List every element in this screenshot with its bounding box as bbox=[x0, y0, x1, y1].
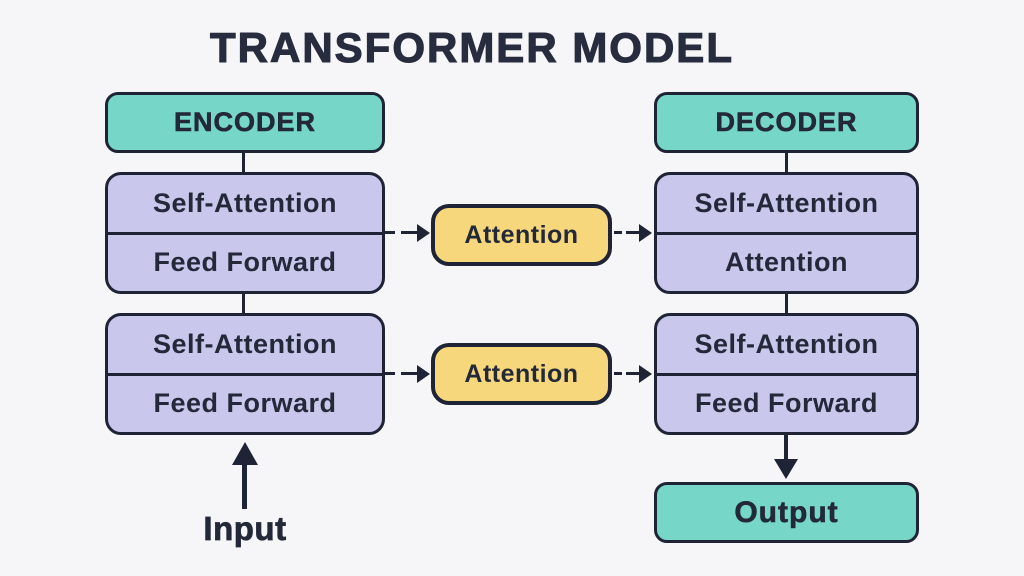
arrow-attention1-to-decoder1-shaft bbox=[626, 231, 639, 234]
arrow-attention2-to-decoder2-dash bbox=[614, 372, 622, 375]
connector-decoder-block1-to-block2 bbox=[785, 293, 788, 314]
attention-bridge-2: Attention bbox=[431, 343, 612, 405]
arrow-encoder2-to-attention2-dash bbox=[385, 372, 395, 375]
output-label: Output bbox=[734, 495, 839, 529]
connector-decoder-header-to-block1 bbox=[785, 152, 788, 173]
decoder-header-label: DECODER bbox=[715, 107, 858, 138]
encoder-block-1-row-self-attention: Self-Attention bbox=[153, 187, 337, 218]
attention-bridge-1-label: Attention bbox=[464, 220, 579, 249]
output-arrowhead-icon bbox=[774, 459, 798, 479]
decoder-block-2: Self-Attention Feed Forward bbox=[654, 313, 919, 435]
attention-bridge-2-label: Attention bbox=[464, 359, 579, 388]
arrow-encoder1-to-attention1-dash bbox=[385, 231, 395, 234]
arrow-attention1-to-decoder1-head-icon bbox=[639, 224, 652, 242]
encoder-block-2-row-self-attention: Self-Attention bbox=[153, 328, 337, 359]
diagram-title: TRANSFORMER MODEL bbox=[209, 24, 734, 71]
decoder-block-1: Self-Attention Attention bbox=[654, 172, 919, 294]
arrow-encoder1-to-attention1-shaft bbox=[401, 231, 417, 234]
encoder-header-label: ENCODER bbox=[173, 107, 316, 138]
arrow-encoder1-to-attention1-head-icon bbox=[417, 224, 430, 242]
encoder-block-1-row-feed-forward: Feed Forward bbox=[153, 247, 337, 278]
connector-encoder-header-to-block1 bbox=[242, 152, 245, 173]
output-box: Output bbox=[654, 482, 919, 543]
arrow-attention2-to-decoder2-head-icon bbox=[639, 365, 652, 383]
encoder-block-2: Self-Attention Feed Forward bbox=[105, 313, 385, 435]
decoder-header-box: DECODER bbox=[654, 92, 919, 153]
decoder-block-2-row-self-attention: Self-Attention bbox=[694, 328, 879, 359]
input-arrowhead-icon bbox=[232, 442, 258, 465]
encoder-block-2-row-feed-forward: Feed Forward bbox=[153, 388, 337, 419]
decoder-block-1-row-attention: Attention bbox=[725, 247, 848, 278]
encoder-header-box: ENCODER bbox=[105, 92, 385, 153]
connector-encoder-block1-to-block2 bbox=[242, 293, 245, 314]
decoder-block-1-row-self-attention: Self-Attention bbox=[694, 187, 879, 218]
arrow-encoder2-to-attention2-shaft bbox=[401, 372, 417, 375]
arrow-attention1-to-decoder1-dash bbox=[614, 231, 622, 234]
decoder-block-2-row-feed-forward: Feed Forward bbox=[694, 388, 879, 419]
attention-bridge-1: Attention bbox=[431, 204, 612, 266]
input-label: Input bbox=[203, 510, 287, 548]
output-arrow-line bbox=[784, 435, 788, 461]
arrow-encoder2-to-attention2-head-icon bbox=[417, 365, 430, 383]
input-arrow-line bbox=[242, 462, 247, 509]
divider-line bbox=[657, 372, 916, 376]
divider-line bbox=[108, 372, 382, 376]
encoder-block-1: Self-Attention Feed Forward bbox=[105, 172, 385, 294]
arrow-attention2-to-decoder2-shaft bbox=[626, 372, 639, 375]
divider-line bbox=[108, 231, 382, 235]
divider-line bbox=[657, 231, 916, 235]
